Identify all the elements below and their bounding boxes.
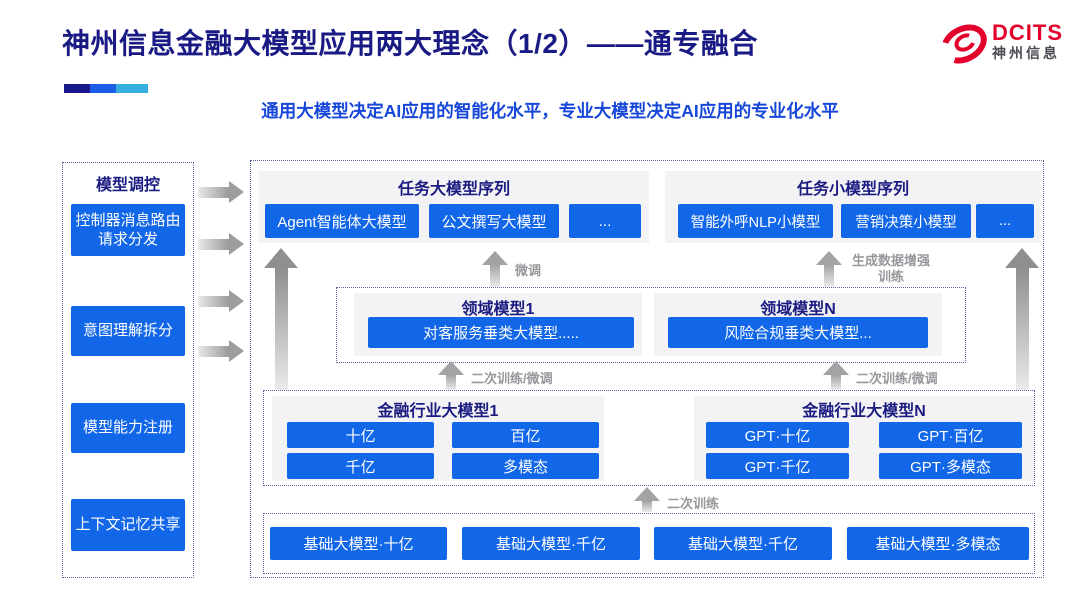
node-gpt-1b: GPT·十亿 [706,422,849,448]
node-risk-compliance-model: 风险合规垂类大模型... [668,317,928,348]
node-gpt-multimodal: GPT·多模态 [879,453,1022,479]
model-control-sidebar: 模型调控 控制器消息路由请求分发 意图理解拆分 模型能力注册 上下文记忆共享 [62,162,194,578]
industry-model-1-panel: 金融行业大模型1 十亿 百亿 千亿 多模态 [272,396,604,481]
sidebar-item-register: 模型能力注册 [71,403,185,453]
up-arrow-icon [816,251,842,287]
task-small-model-title: 任务小模型序列 [796,181,909,198]
accent-segment-navy [64,84,90,93]
industry-model-container: 金融行业大模型1 十亿 百亿 千亿 多模态 金融行业大模型N GPT·十亿 GP… [263,390,1035,486]
title-accent-bar [64,84,148,93]
node-document-writing-model: 公文撰写大模型 [429,204,559,238]
sidebar-item-context: 上下文记忆共享 [71,499,185,551]
node-base-multimodal: 基础大模型·多模态 [847,527,1029,560]
node-outbound-nlp-model: 智能外呼NLP小模型 [678,204,833,238]
node-base-1b: 基础大模型·十亿 [270,527,447,560]
up-arrow-icon [634,487,660,512]
right-arrow-icon [198,233,244,255]
node-base-100b-b: 基础大模型·千亿 [654,527,832,560]
right-arrow-icon [198,290,244,312]
task-large-model-panel: 任务大模型序列 Agent智能体大模型 公文撰写大模型 ... [259,171,649,243]
node-task-small-ellipsis: ... [976,204,1034,238]
sidebar-item-router: 控制器消息路由请求分发 [71,204,185,256]
task-large-model-title: 任务大模型序列 [397,181,510,198]
up-arrow-icon [823,361,849,390]
logo-brand-text: DCITS [992,20,1063,46]
up-arrow-icon [438,361,464,390]
label-generated-data-training: 生成数据增强训练 [851,253,930,284]
task-small-model-panel: 任务小模型序列 智能外呼NLP小模型 营销决策小模型 ... [665,171,1041,243]
node-multimodal: 多模态 [452,453,599,479]
domain-model-container: 领域模型1 对客服务垂类大模型..... 领域模型N 风险合规垂类大模型... [336,287,966,363]
accent-segment-blue [90,84,116,93]
up-arrow-icon [264,248,298,390]
node-customer-service-model: 对客服务垂类大模型..... [368,317,634,348]
page-title: 神州信息金融大模型应用两大理念（1/2）——通专融合 [62,28,758,59]
right-arrow-icon [198,181,244,203]
model-stack-container: 任务大模型序列 Agent智能体大模型 公文撰写大模型 ... 任务小模型序列 … [250,160,1044,578]
node-base-100b-a: 基础大模型·千亿 [462,527,640,560]
node-1b: 十亿 [287,422,434,448]
domain-model-1-panel: 领域模型1 对客服务垂类大模型..... [354,293,642,356]
domain-model-1-title: 领域模型1 [461,301,535,318]
label-fine-tune: 微调 [515,263,542,278]
industry-model-n-panel: 金融行业大模型N GPT·十亿 GPT·百亿 GPT·千亿 GPT·多模态 [694,396,1034,481]
up-arrow-icon [1005,248,1039,390]
node-agent-large-model: Agent智能体大模型 [265,204,419,238]
label-secondary-training-bottom: 二次训练 [667,496,720,511]
base-model-container: 基础大模型·十亿 基础大模型·千亿 基础大模型·千亿 基础大模型·多模态 [263,513,1035,574]
logo-brand-cn-text: 神州信息 [992,45,1060,62]
up-arrow-icon [482,251,508,287]
domain-model-n-panel: 领域模型N 风险合规垂类大模型... [654,293,942,356]
node-task-large-ellipsis: ... [569,204,641,238]
node-10b: 百亿 [452,422,599,448]
dcits-logo-icon [934,16,994,72]
node-gpt-10b: GPT·百亿 [879,422,1022,448]
node-gpt-100b: GPT·千亿 [706,453,849,479]
sidebar-title: 模型调控 [95,177,160,194]
dcits-logo: DCITS 神州信息 [934,16,1063,72]
node-marketing-decision-model: 营销决策小模型 [841,204,971,238]
accent-segment-cyan [116,84,148,93]
node-100b: 千亿 [287,453,434,479]
industry-model-1-title: 金融行业大模型1 [377,403,499,420]
label-secondary-training-left: 二次训练/微调 [471,371,553,386]
sidebar-item-intent: 意图理解拆分 [71,306,185,356]
label-secondary-training-right: 二次训练/微调 [856,371,938,386]
domain-model-n-title: 领域模型N [760,301,836,318]
industry-model-n-title: 金融行业大模型N [802,403,926,420]
slide-subtitle: 通用大模型决定AI应用的智能化水平，专业大模型决定AI应用的专业化水平 [261,101,839,121]
right-arrow-icon [198,340,244,362]
